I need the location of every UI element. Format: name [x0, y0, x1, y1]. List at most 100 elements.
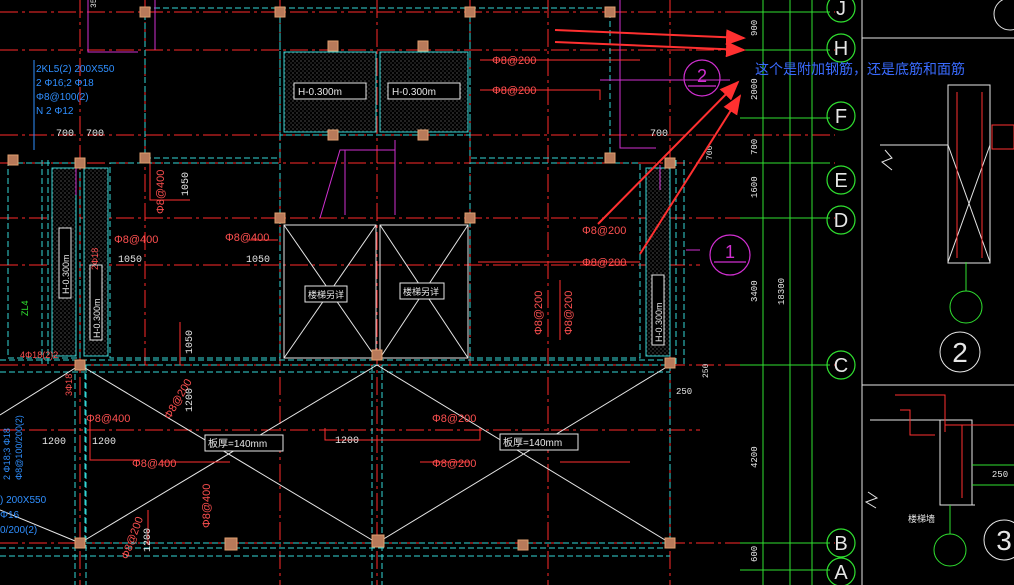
dim-1050-c: 1050: [246, 255, 270, 266]
dim-v18300: 18300: [777, 278, 787, 305]
rebar-line-top-2: [480, 89, 601, 100]
column-9: [7, 154, 19, 166]
axis-label-f: F: [835, 106, 847, 128]
detail-section-2: [880, 84, 1014, 264]
section-marker-1: [709, 234, 751, 276]
dim-35: 35: [90, 0, 99, 8]
beam-edge-box-leftmid: [7, 162, 81, 359]
beam-callout-bottom-line1: ) 200X550: [0, 495, 47, 506]
section-marker-2: [683, 59, 721, 97]
section-markers: [683, 59, 751, 276]
axis-bubble-b: [826, 528, 856, 558]
beam-edge-box-topright: [469, 7, 611, 159]
dim-1050-a: 1050: [181, 172, 192, 196]
column-20: [371, 534, 385, 548]
dim-1200-b: 1200: [42, 437, 66, 448]
detail-3-wall-label: 楼梯墙: [908, 513, 935, 524]
detail-3-hook-2: [900, 409, 935, 436]
beam-callout-bottom-line3: 0/200(2): [0, 525, 37, 536]
rebar-text-vert-200b: Φ8@200: [563, 291, 575, 335]
stair-label-l: 楼梯另详: [308, 289, 344, 300]
column-17: [371, 349, 383, 361]
detail-marker-2: [939, 331, 981, 373]
side-label-3phi18: 2 Φ18;3 Φ18: [2, 428, 12, 480]
column-13: [664, 157, 676, 169]
detail-marker-3-label: 3: [996, 525, 1012, 556]
dim-1200-e: 1200: [143, 528, 154, 552]
section-marker-labels: 2 1: [697, 66, 735, 262]
purple-linework: [75, 0, 730, 251]
column-10: [74, 157, 86, 169]
rebar-text-vert-400: Φ8@400: [155, 170, 167, 214]
axis-label-h: H: [834, 38, 848, 60]
purple-hook-right: [619, 0, 656, 149]
axis-bubble-j: [826, 0, 856, 23]
dim-v700-a: 700: [750, 139, 760, 155]
column-8: [417, 129, 429, 141]
beam-callout-top-line2: 2 Φ16;2 Φ18: [36, 78, 94, 89]
column-2: [274, 6, 286, 18]
axis-bubbles: [826, 0, 856, 585]
rebar-lines: [89, 59, 640, 545]
columns: [7, 6, 676, 551]
axis-bubble-e: [826, 165, 856, 195]
stair-box-right: [379, 224, 469, 359]
detail-marker-3: [983, 519, 1014, 561]
annotation-arrow-4: [639, 94, 742, 255]
slab-x-l2: [79, 364, 378, 544]
hole-label-box-tl: [293, 82, 367, 100]
rebar-line-bot-2: [324, 428, 481, 441]
slab-label-box-l: [204, 434, 284, 452]
side-label-phi8: Φ8@100/200(2): [14, 415, 24, 480]
dim-1050-b: 1050: [118, 255, 142, 266]
dim-1200-d: 1200: [335, 436, 359, 447]
annotation-arrow-2: [554, 41, 746, 58]
dimension-chain-right: [740, 0, 830, 585]
column-15: [464, 212, 476, 224]
dim-v1600: 1600: [750, 176, 760, 198]
slab-x-leftedge-1: [0, 364, 81, 416]
rebar-text-d1: Φ8@200: [582, 225, 626, 237]
beam-callout-top-line1: 2KL5(2) 200X550: [36, 64, 115, 75]
axis-bubble-a: [826, 557, 856, 585]
rebar-text-bot-400b: Φ8@400: [132, 458, 176, 470]
purple-hook-top: [87, 0, 138, 53]
hole-label-rv: H-0.300m: [654, 302, 664, 342]
hole-label-lv: H-0.300m: [61, 254, 71, 294]
axis-label-j: J: [836, 0, 846, 20]
slab-label-box-r: [499, 433, 579, 451]
column-19: [224, 537, 238, 551]
axis-label-c: C: [834, 355, 848, 377]
beam-callout-bottom: ) 200X550 Φ16 0/200(2): [0, 495, 47, 536]
detail-panel-frame: [861, 0, 1014, 585]
rebar-text-bot-400a: Φ8@400: [86, 413, 130, 425]
dimension-numbers: 35 700 700 700 1050 1050 1050 1050 1200 …: [42, 0, 787, 562]
column-14: [274, 212, 286, 224]
rebar-text-d2: Φ8@200: [582, 257, 626, 269]
hole-label-lv2: H-0.300m: [92, 298, 102, 338]
stair-label-r: 楼梯另详: [403, 286, 439, 297]
rebar-text-3phi18: 3Φ18: [64, 374, 74, 396]
beam-callout-top: 2KL5(2) 200X550 2 Φ16;2 Φ18 Φ8@100(2) N …: [36, 64, 115, 117]
hole-label-box-lv2: [89, 264, 103, 341]
dim-1200-a: 1200: [185, 388, 196, 412]
dim-1200-c: 1200: [92, 437, 116, 448]
detail-3-break: [864, 491, 879, 509]
detail-2-outline: [947, 84, 991, 264]
rebar-text-left-400: Φ8@400: [114, 234, 158, 246]
rebar-text-4phi18: 4Φ18(2)2: [20, 350, 58, 360]
detail-3-dim-label: 250: [992, 470, 1008, 480]
detail-2-x2: [947, 144, 991, 263]
hole-label-box-tr: [387, 82, 461, 100]
rebar-text-bot-200a: Φ8@200: [432, 413, 476, 425]
slab-label-r: 板厚=140mm: [503, 436, 562, 449]
dim-700-b: 700: [86, 129, 104, 140]
column-1: [139, 6, 151, 18]
column-5: [327, 40, 339, 52]
rebar-text-bot-200b: Φ8@200: [432, 458, 476, 470]
stair-box-left: [283, 224, 377, 359]
beam-callout-bottom-line2: Φ16: [0, 510, 20, 521]
dim-v2000: 2000: [750, 78, 760, 100]
column-23: [74, 537, 86, 549]
